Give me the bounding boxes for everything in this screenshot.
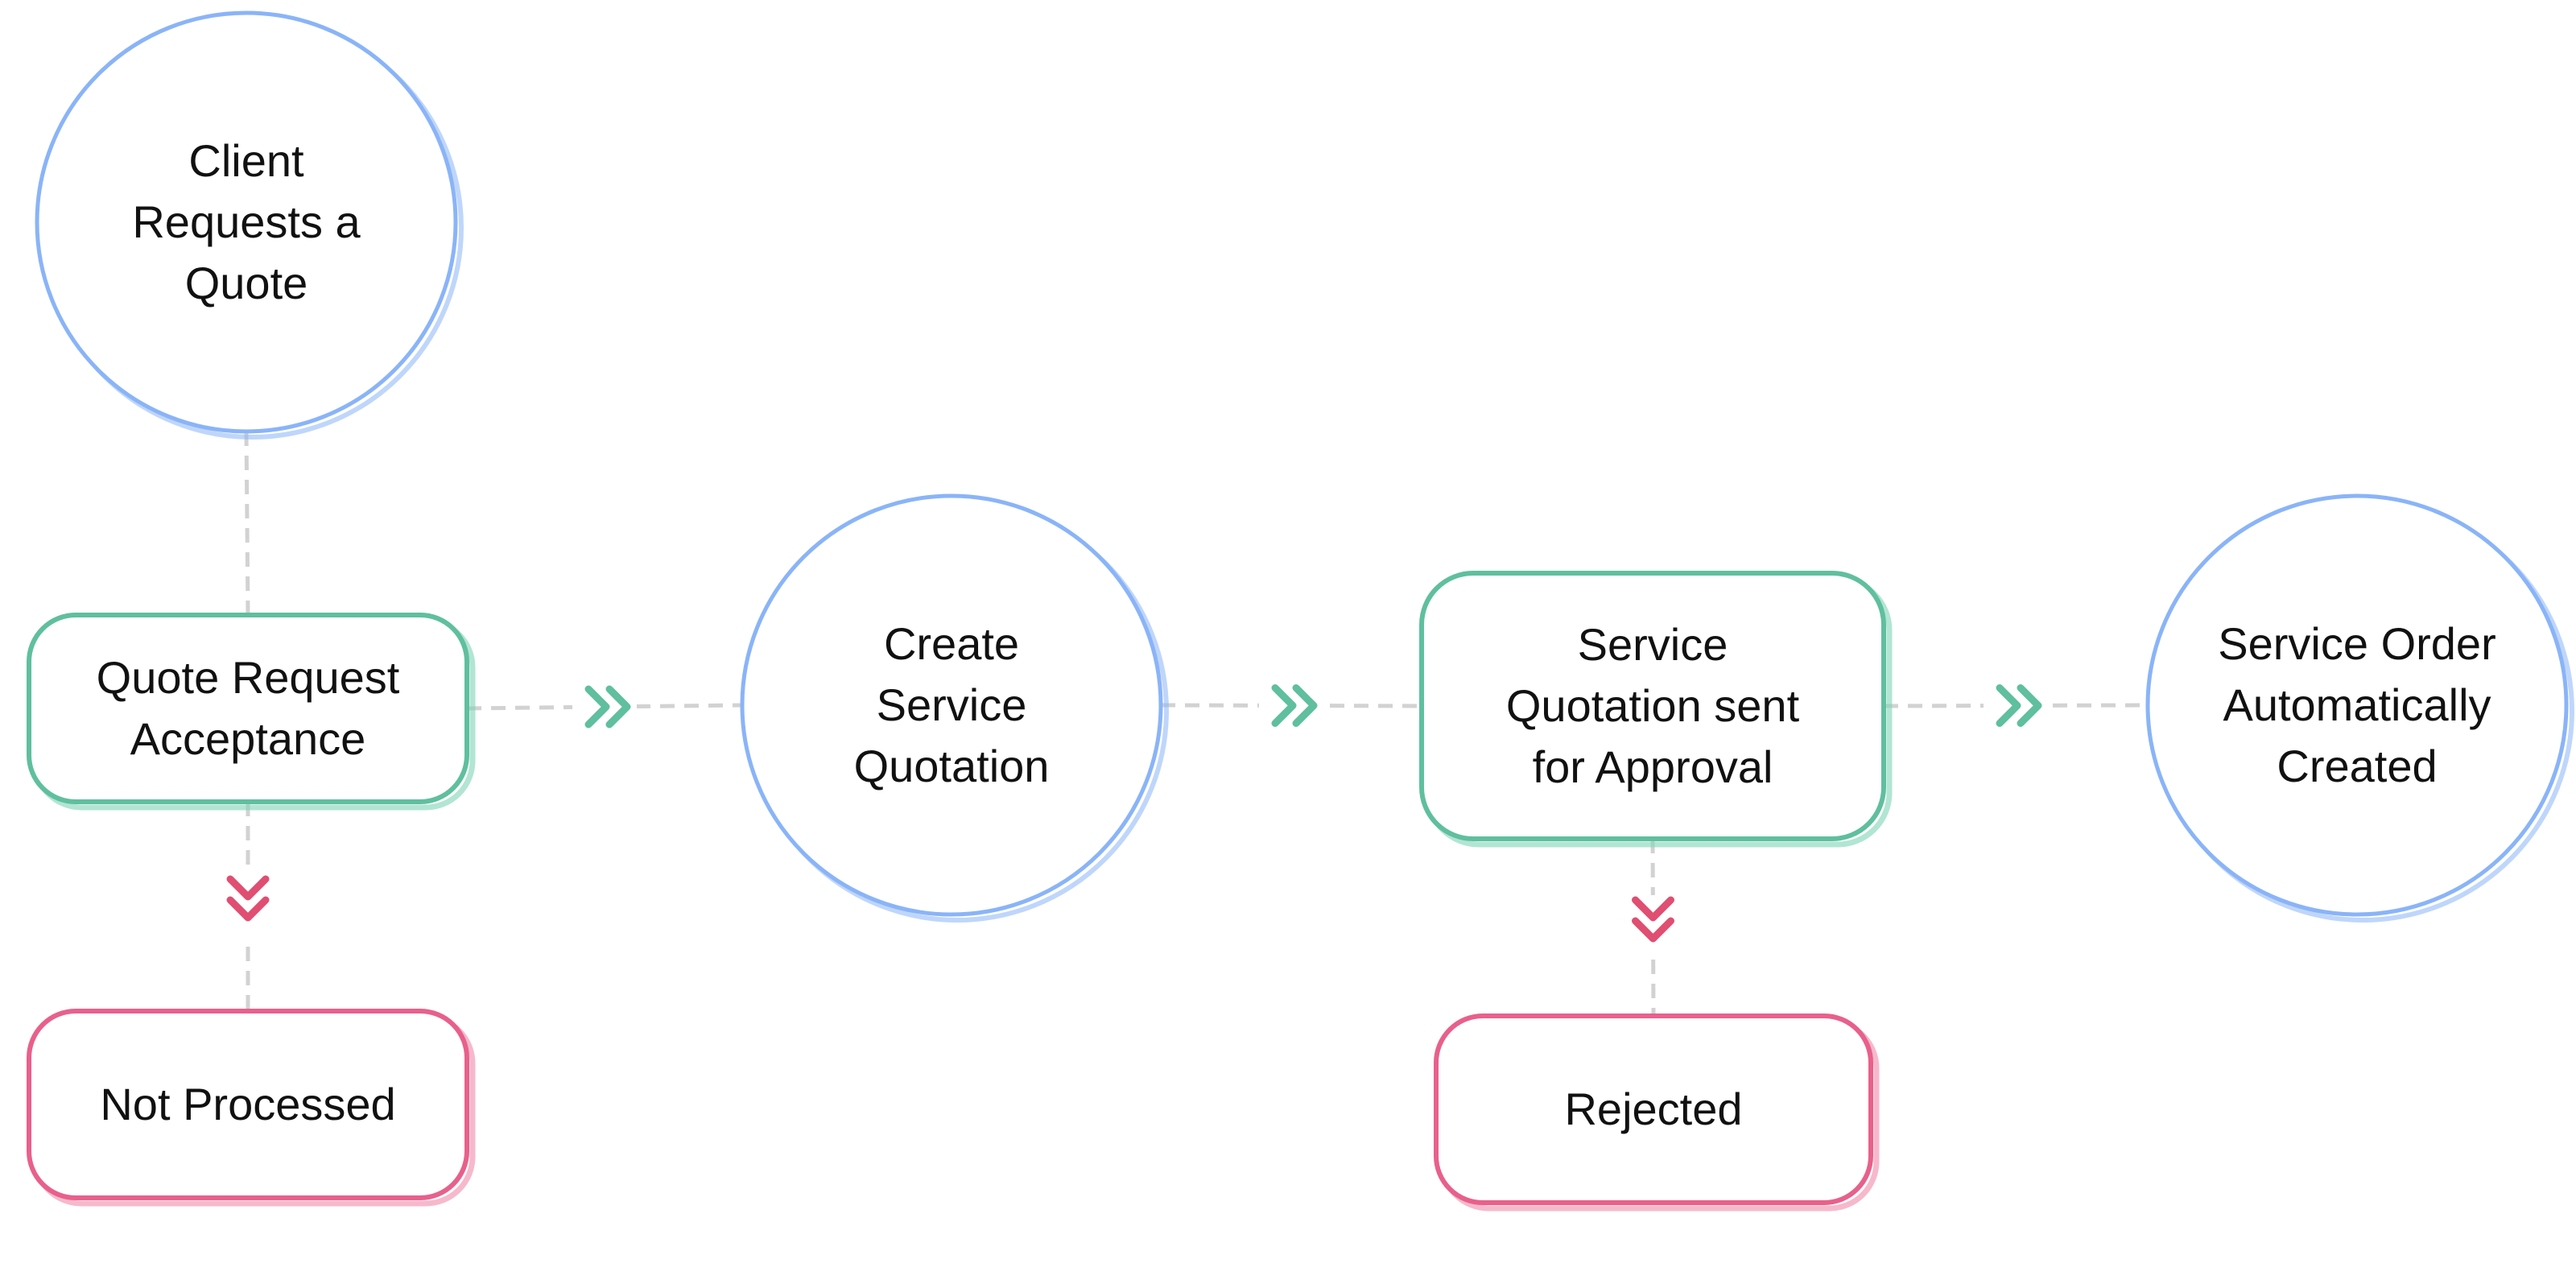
- connector-create_quotation-to-quotation_approval: [1160, 678, 1422, 733]
- double-chevron-right-icon: [1984, 678, 2048, 733]
- node-label-line: Automatically: [2223, 679, 2491, 730]
- node-label-line: Client: [188, 135, 304, 186]
- double-chevron-right-icon: [1259, 678, 1323, 733]
- node-label-line: Not Processed: [100, 1079, 395, 1129]
- connector-quote_acceptance-to-not_processed: [221, 802, 275, 1011]
- node-label-line: Acceptance: [130, 713, 366, 764]
- node-label-line: Rejected: [1564, 1084, 1742, 1134]
- node-label-line: Service Order: [2218, 618, 2496, 669]
- node-label-line: Service: [1578, 619, 1728, 670]
- node-label-line: Quotation: [854, 741, 1050, 791]
- connector-quotation_approval-to-service_order: [1883, 678, 2149, 733]
- node-not-processed: Not Processed: [27, 1009, 476, 1207]
- node-label-line: for Approval: [1533, 741, 1773, 792]
- double-chevron-down-icon: [1625, 895, 1681, 960]
- node-label-line: Create: [884, 618, 1019, 669]
- node-label-line: Quote: [185, 258, 308, 308]
- node-label-line: Requests a: [132, 196, 361, 247]
- node-label: Rejected: [1564, 1084, 1742, 1134]
- connector-client_request-to-quote_acceptance: [244, 431, 250, 616]
- node-label-line: Quotation sent: [1506, 680, 1800, 731]
- connector-quotation_approval-to-rejected: [1625, 838, 1681, 1017]
- node-label: Not Processed: [100, 1079, 395, 1129]
- node-label-line: Quote Request: [97, 652, 400, 703]
- connector-quote_acceptance-to-create_quotation: [466, 679, 743, 734]
- double-chevron-right-icon: [572, 679, 637, 734]
- node-label-line: Service: [877, 679, 1027, 730]
- connectors-layer: [221, 431, 2149, 1017]
- node-rejected: Rejected: [1434, 1013, 1880, 1212]
- double-chevron-down-icon: [221, 874, 275, 939]
- node-label-line: Created: [2277, 741, 2437, 791]
